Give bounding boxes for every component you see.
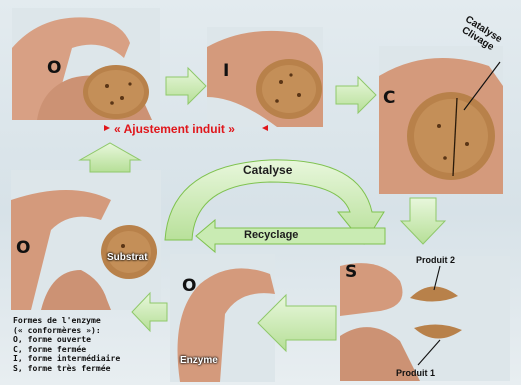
induced-fit-label: « Ajustement induit » [114, 122, 235, 136]
substrate-hand-illustration [11, 170, 161, 310]
catalysis-label: Catalyse [243, 163, 292, 177]
products-hand-illustration [340, 256, 510, 381]
stage-letter-open-left: O [16, 238, 30, 258]
stage-letter-intermediate: I [223, 61, 229, 81]
legend-line-6: S, forme très fermée [13, 364, 133, 374]
arrow-closed-to-products [401, 198, 445, 244]
red-arrow-left [104, 125, 110, 131]
arrow-open-to-intermediate [166, 68, 206, 104]
arrow-intermediate-to-closed [336, 77, 376, 113]
photo-closed-hand: C [379, 46, 503, 194]
enzyme-label: Enzyme [180, 355, 218, 366]
open-hand-illustration [12, 8, 160, 120]
closed-hand-illustration [379, 46, 503, 194]
stage-letter-open: O [47, 58, 61, 78]
product-2-label: Produit 2 [416, 256, 455, 265]
stage-letter-very-closed: S [345, 262, 357, 282]
photo-open-hand: O [12, 8, 160, 120]
photo-products-hand: S Produit 2 Produit 1 [340, 256, 510, 381]
product-1-label: Produit 1 [396, 368, 435, 378]
photo-enzyme-hand: O Enzyme [170, 254, 275, 382]
stage-letter-closed: C [383, 88, 395, 108]
legend: Formes de l'enzyme (« conformères »): O,… [13, 316, 133, 374]
arrow-substrate-up [80, 143, 140, 172]
recycling-label: Recyclage [244, 229, 298, 241]
stage-letter-open-bottom: O [182, 276, 196, 296]
photo-substrate-hand: O Substrat [11, 170, 161, 310]
substrate-label: Substrat [107, 252, 148, 263]
photo-intermediate-hand: I [207, 27, 323, 127]
